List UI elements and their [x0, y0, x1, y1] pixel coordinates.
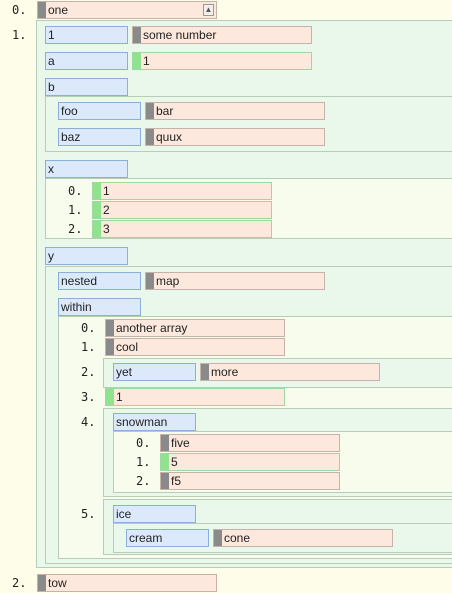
string-value-field[interactable]: five: [160, 434, 340, 452]
string-value-field[interactable]: cone: [213, 529, 393, 547]
number-value-field[interactable]: 3: [92, 220, 272, 238]
string-value-field[interactable]: another array: [105, 319, 285, 337]
number-value-field[interactable]: 1: [92, 182, 272, 200]
key-field[interactable]: x: [45, 160, 128, 178]
array-index: 1.: [136, 455, 151, 469]
array-index: 0.: [68, 184, 83, 198]
string-value-field[interactable]: map: [145, 272, 325, 290]
key-field[interactable]: ice: [113, 505, 196, 523]
key-field[interactable]: within: [58, 298, 141, 316]
number-value-field[interactable]: 1: [132, 52, 312, 70]
string-value-field[interactable]: quux: [145, 128, 325, 146]
row-index: 0.: [12, 3, 27, 17]
array-index: 2.: [81, 365, 96, 379]
string-value-field[interactable]: bar: [145, 102, 325, 120]
key-field[interactable]: nested: [58, 272, 141, 290]
key-field[interactable]: snowman: [113, 413, 196, 431]
row-index: 1.: [12, 28, 27, 42]
array-index: 0.: [81, 321, 96, 335]
key-field[interactable]: baz: [58, 128, 141, 146]
string-value-field[interactable]: more: [200, 363, 380, 381]
key-field[interactable]: b: [45, 78, 128, 96]
key-field[interactable]: cream: [126, 529, 209, 547]
array-index: 2.: [68, 222, 83, 236]
array-index: 0.: [136, 436, 151, 450]
key-field[interactable]: 1: [45, 26, 128, 44]
string-value-field[interactable]: f5: [160, 472, 340, 490]
array-index: 2.: [136, 474, 151, 488]
key-field[interactable]: a: [45, 52, 128, 70]
array-index: 1.: [68, 203, 83, 217]
key-field[interactable]: yet: [113, 363, 196, 381]
expand-icon[interactable]: ▲: [203, 4, 214, 16]
string-value-field[interactable]: some number: [132, 26, 312, 44]
array-index: 3.: [81, 390, 96, 404]
array-index: 4.: [81, 415, 96, 429]
number-value-field[interactable]: 2: [92, 201, 272, 219]
number-value-field[interactable]: 1: [105, 388, 285, 406]
array-index: 5.: [81, 507, 96, 521]
row-index: 2.: [12, 576, 27, 590]
string-value-field[interactable]: tow: [37, 574, 217, 592]
string-value-field[interactable]: cool: [105, 338, 285, 356]
value-text: one: [48, 3, 69, 17]
key-field[interactable]: foo: [58, 102, 141, 120]
string-value-field[interactable]: one ▲: [37, 1, 217, 19]
number-value-field[interactable]: 5: [160, 453, 340, 471]
array-index: 1.: [81, 340, 96, 354]
key-field[interactable]: y: [45, 247, 128, 265]
